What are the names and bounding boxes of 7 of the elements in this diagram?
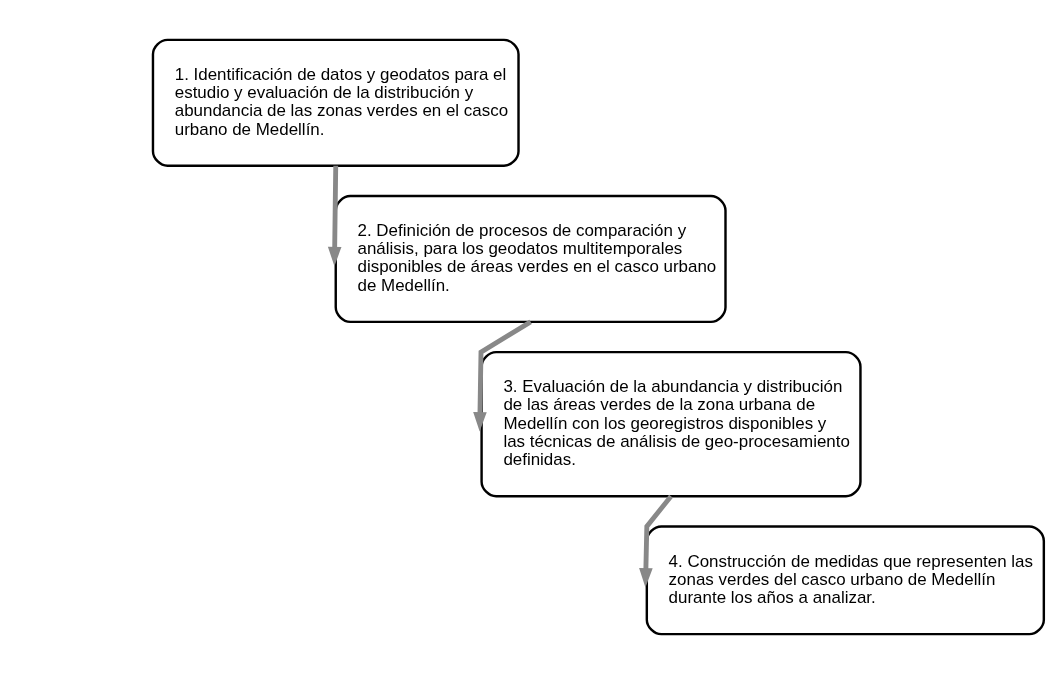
node-box: 3. Evaluación de la abundancia y distribución de las áreas verdes de la zona urbana de Medellín con los georegistros disponibles y las técnicas de análisis de geo-procesamiento definidas. (480, 350, 862, 498)
node-box: 2. Definición de procesos de comparación y análisis, para los geodatos multitemporales disponibles de áreas verdes en el casco urbano de Medellín. (334, 194, 727, 324)
arrow (327, 165, 342, 267)
arrow (473, 319, 532, 432)
node-box: 4. Construcción de medidas que representen las zonas verdes del casco urbano de Medellín durante los años a analizar. (645, 525, 1046, 636)
node-box: 1. Identificación de datos y geodatos para el estudio y evaluación de la distribución y abundancia de las zonas verdes en el casco urbano de Medellín. (151, 38, 520, 167)
arrow (639, 494, 673, 588)
